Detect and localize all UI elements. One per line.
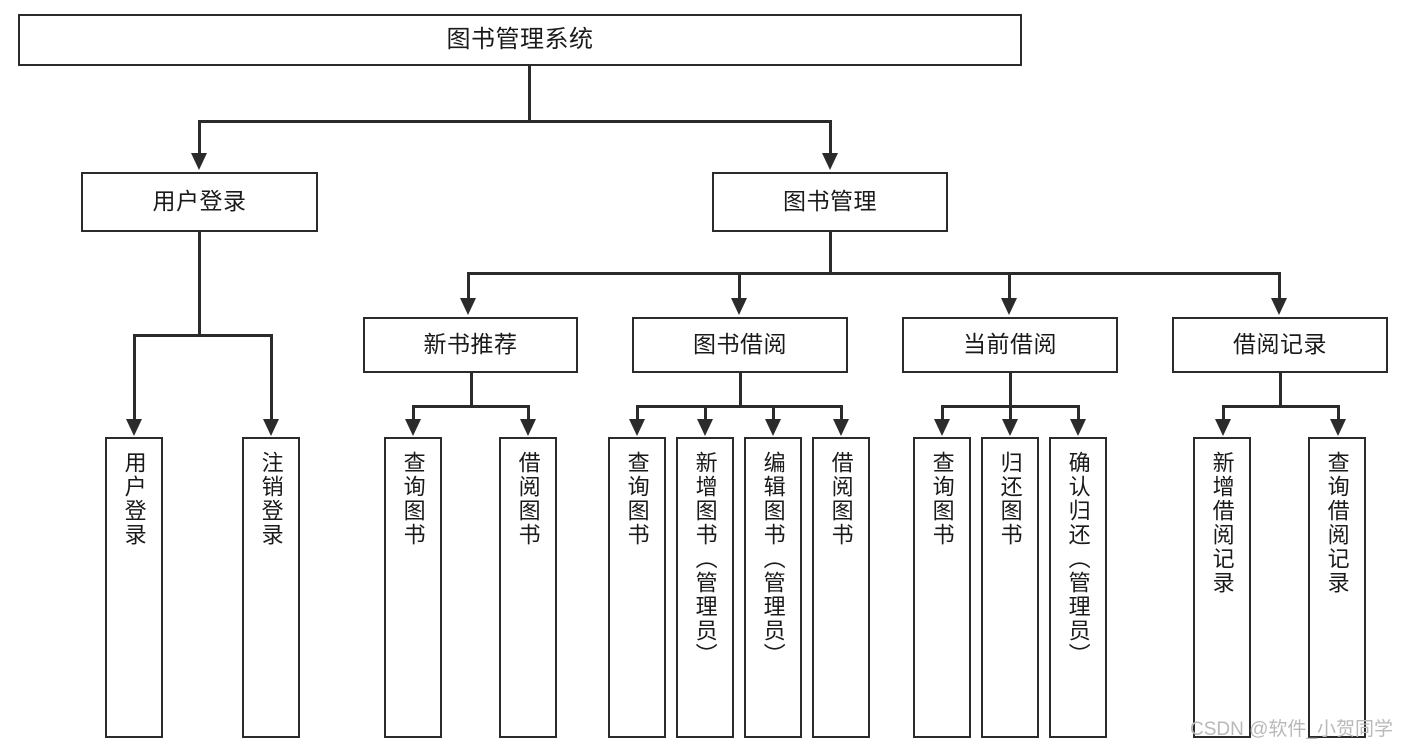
- leaf-recommend-query-book[interactable]: 查询图书: [384, 437, 442, 738]
- node-book-borrow[interactable]: 图书借阅: [632, 317, 848, 373]
- node-root-system[interactable]: 图书管理系统: [18, 14, 1022, 66]
- node-new-book-recommend[interactable]: 新书推荐: [363, 317, 578, 373]
- arrowhead-borrow-leaf-2: [697, 419, 713, 436]
- arrowhead-book-mgmt-to-current: [1001, 298, 1017, 315]
- leaf-current-query-book[interactable]: 查询图书: [913, 437, 971, 738]
- node-label: 用户登录: [152, 188, 247, 215]
- node-user-login[interactable]: 用户登录: [81, 172, 318, 232]
- connector-record-leaf-1: [1222, 405, 1225, 421]
- leaf-record-query-record[interactable]: 查询借阅记录: [1308, 437, 1366, 738]
- arrowhead-book-mgmt-to-recommend: [460, 298, 476, 315]
- connector-record-trunk: [1279, 373, 1282, 407]
- node-label: 借阅图书: [515, 451, 541, 547]
- arrowhead-current-leaf-1: [934, 419, 950, 436]
- arrowhead-book-mgmt-to-record: [1271, 298, 1287, 315]
- leaf-recommend-borrow-book[interactable]: 借阅图书: [499, 437, 557, 738]
- leaf-borrow-edit-book-admin[interactable]: 编辑图书（管理员）: [744, 437, 802, 738]
- connector-current-leaf-2: [1009, 405, 1012, 421]
- arrowhead-root-to-user-login: [191, 153, 207, 170]
- node-label: 图书借阅: [693, 331, 787, 358]
- leaf-record-add-record[interactable]: 新增借阅记录: [1193, 437, 1251, 738]
- leaf-user-login-login[interactable]: 用户登录: [105, 437, 163, 738]
- connector-borrow-leaf-2: [704, 405, 707, 421]
- node-label: 查询图书: [929, 451, 955, 547]
- connector-borrow-bar: [636, 405, 842, 408]
- arrowhead-record-leaf-2: [1330, 419, 1346, 436]
- node-label: 新增图书（管理员）: [692, 451, 718, 667]
- connector-current-leaf-1: [941, 405, 944, 421]
- connector-root-trunk: [528, 66, 531, 121]
- arrowhead-recommend-leaf-2: [520, 419, 536, 436]
- arrowhead-current-leaf-2: [1002, 419, 1018, 436]
- node-label: 图书管理系统: [446, 25, 594, 53]
- arrowhead-record-leaf-1: [1215, 419, 1231, 436]
- connector-current-trunk: [1009, 373, 1012, 407]
- connector-borrow-leaf-3: [772, 405, 775, 421]
- connector-recommend-bar: [412, 405, 529, 408]
- node-label: 归还图书: [997, 451, 1023, 547]
- node-label: 新书推荐: [423, 331, 518, 358]
- node-label: 查询图书: [400, 451, 426, 547]
- arrowhead-book-mgmt-to-borrow: [731, 298, 747, 315]
- leaf-borrow-add-book-admin[interactable]: 新增图书（管理员）: [676, 437, 734, 738]
- node-label: 查询借阅记录: [1324, 451, 1350, 595]
- connector-user-login-leaf-1: [133, 334, 136, 420]
- connector-borrow-trunk: [739, 373, 742, 407]
- leaf-current-confirm-return-admin[interactable]: 确认归还（管理员）: [1049, 437, 1107, 738]
- leaf-borrow-borrow-book[interactable]: 借阅图书: [812, 437, 870, 738]
- connector-recommend-trunk: [470, 373, 473, 407]
- node-label: 借阅图书: [828, 451, 854, 547]
- node-label: 新增借阅记录: [1209, 451, 1235, 595]
- node-label: 确认归还（管理员）: [1065, 451, 1091, 667]
- connector-recommend-leaf-1: [412, 405, 415, 421]
- connector-book-mgmt-to-record: [1278, 272, 1281, 300]
- connector-record-leaf-2: [1337, 405, 1340, 421]
- arrowhead-root-to-book-mgmt: [822, 153, 838, 170]
- arrowhead-recommend-leaf-1: [405, 419, 421, 436]
- node-label: 查询图书: [624, 451, 650, 547]
- leaf-user-login-logout[interactable]: 注销登录: [242, 437, 300, 738]
- node-book-management[interactable]: 图书管理: [712, 172, 948, 232]
- arrowhead-borrow-leaf-3: [765, 419, 781, 436]
- connector-book-mgmt-to-current: [1008, 272, 1011, 300]
- node-borrow-record[interactable]: 借阅记录: [1172, 317, 1388, 373]
- connector-book-mgmt-trunk: [829, 232, 832, 274]
- node-label: 图书管理: [783, 188, 877, 215]
- leaf-current-return-book[interactable]: 归还图书: [981, 437, 1039, 738]
- connector-record-bar: [1222, 405, 1339, 408]
- leaf-borrow-query-book[interactable]: 查询图书: [608, 437, 666, 738]
- node-label: 用户登录: [121, 451, 147, 547]
- connector-book-mgmt-bar: [467, 272, 1280, 275]
- node-label: 注销登录: [258, 451, 284, 547]
- node-label: 当前借阅: [963, 331, 1057, 358]
- node-label: 编辑图书（管理员）: [760, 451, 786, 667]
- connector-book-mgmt-to-recommend: [467, 272, 470, 300]
- arrowhead-borrow-leaf-1: [629, 419, 645, 436]
- connector-user-login-bar: [133, 334, 272, 337]
- connector-book-mgmt-to-borrow: [738, 272, 741, 300]
- connector-root-to-user-login: [198, 120, 201, 155]
- node-label: 借阅记录: [1233, 331, 1327, 358]
- arrowhead-current-leaf-3: [1070, 419, 1086, 436]
- connector-current-leaf-3: [1077, 405, 1080, 421]
- connector-borrow-leaf-4: [840, 405, 843, 421]
- arrowhead-user-login-leaf-1: [126, 419, 142, 436]
- node-current-borrow[interactable]: 当前借阅: [902, 317, 1118, 373]
- connector-borrow-leaf-1: [636, 405, 639, 421]
- connector-root-to-book-mgmt: [829, 120, 832, 155]
- arrowhead-user-login-leaf-2: [263, 419, 279, 436]
- connector-root-bar: [198, 120, 830, 123]
- connector-recommend-leaf-2: [527, 405, 530, 421]
- arrowhead-borrow-leaf-4: [833, 419, 849, 436]
- connector-user-login-trunk: [198, 232, 201, 335]
- connector-user-login-leaf-2: [270, 334, 273, 420]
